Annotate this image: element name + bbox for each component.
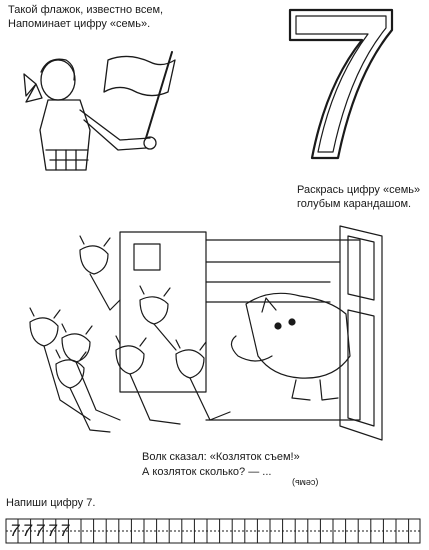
practice-digit: 7 [47, 521, 57, 540]
poem-line-1: Такой флажок, известно всем, [8, 4, 164, 16]
coloring-task-line-1: Раскрась цифру «семь» [297, 184, 421, 196]
kids-group [29, 235, 231, 433]
poem-line-2: Напоминает цифру «семь». [8, 18, 151, 30]
riddle-line-2: А козляток сколько? — ... [142, 466, 272, 478]
practice-digit: 7 [59, 521, 70, 540]
practice-digit: 7 [22, 521, 32, 540]
flag [103, 55, 176, 97]
practice-digit: 7 [10, 521, 20, 540]
coloring-task-line-2: голубым карандашом. [297, 198, 412, 210]
flag-pole [145, 51, 173, 139]
riddle-line-1: Волк сказал: «Козляток съем!» [142, 451, 300, 463]
hair-bow [23, 73, 43, 103]
practice-digits: 7 7 7 7 7 [10, 520, 69, 542]
writing-task-label: Напиши цифру 7. [6, 497, 96, 509]
open-door [339, 225, 383, 441]
wolf [245, 292, 351, 379]
girl-dress [39, 99, 91, 171]
practice-digit: 7 [34, 521, 45, 540]
